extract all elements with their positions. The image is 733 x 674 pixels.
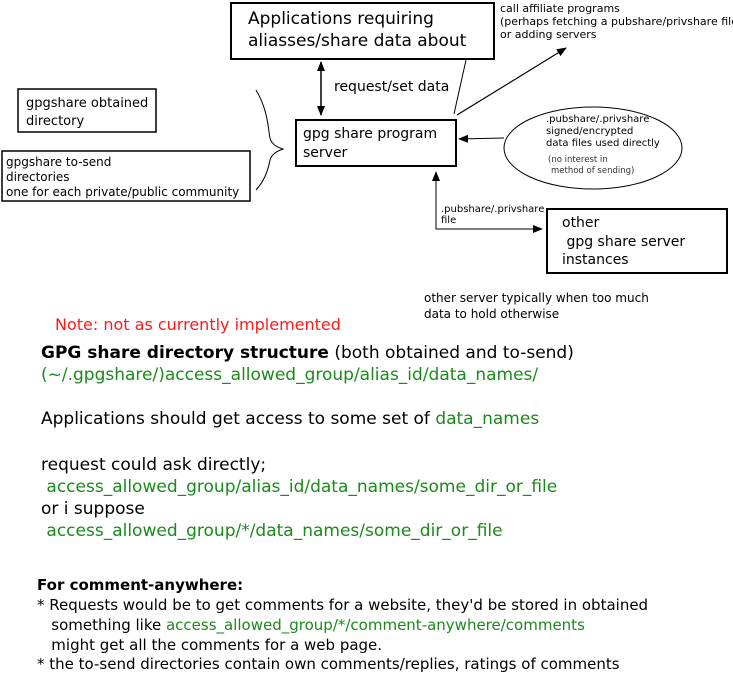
ellipse-subline1: (no interest in [548,155,608,165]
tosend-box-line2: directories [6,170,70,184]
ellipse-server-arrow [458,134,505,143]
applications-box-line1: Applications requiring [248,9,434,29]
ellipse-line3: data files used directly [546,138,660,149]
comment-line2-path: access_allowed_group/*/comment-anywhere/… [165,616,585,634]
suppose-text: or i suppose [41,499,145,519]
server-box-line1: gpg share program [303,126,437,142]
ellipse-subline2: method of sending) [551,166,634,176]
server-box-line2: server [303,145,348,161]
suppose-path: access_allowed_group/*/data_names/some_d… [41,521,503,541]
affiliate-arrow [456,47,567,116]
other-box-line1: other [562,215,600,231]
access-line: Applications should get access to some s… [41,409,539,429]
gpg-share-server-box [295,119,457,167]
apps-server-line [453,59,467,115]
other-box-line2: gpg share server [562,234,685,250]
comment-line2-pre: something like [37,616,166,634]
request-path: access_allowed_group/alias_id/data_names… [41,477,558,497]
other-note-line1: other server typically when too much [424,291,649,305]
affiliate-note-line3: or adding servers [500,28,597,41]
grouping-brace [255,89,285,191]
other-box-line3: instances [562,252,629,268]
ellipse-line1: .pubshare/.privshare [546,114,649,125]
structure-heading-rest: (both obtained and to-send) [328,343,574,363]
tosend-directories-box [1,150,251,202]
comment-line4: * the to-send directories contain own co… [37,655,620,673]
signed-files-ellipse [503,106,683,190]
other-note-line2: data to hold otherwise [424,307,559,321]
structure-heading: GPG share directory structure (both obta… [41,343,574,363]
comment-line1: * Requests would be to get comments for … [37,596,649,614]
request-text: request could ask directly; [41,455,267,475]
applications-box [230,2,495,60]
obtained-box-line1: gpgshare obtained [26,96,148,111]
file-label-line1: .pubshare/.privshare [441,204,544,215]
structure-heading-bold: GPG share directory structure [41,343,329,363]
other-server-instances-box [546,208,728,274]
obtained-directory-box [17,88,157,133]
applications-box-line2: aliasses/share data about [248,31,467,51]
tosend-box-line3: one for each private/public community [6,185,239,199]
access-text: Applications should get access to some s… [41,409,436,429]
comment-heading: For comment-anywhere: [37,576,244,594]
warning-note: Note: not as currently implemented [55,315,341,334]
access-data-names: data_names [435,409,540,429]
comment-line2: something like access_allowed_group/*/co… [37,616,585,634]
file-label-line2: file [441,215,456,226]
comment-line3: might get all the comments for a web pag… [37,636,383,654]
obtained-box-line2: directory [26,114,84,129]
affiliate-note-line1: call affiliate programs [500,2,620,15]
request-label: request/set data [334,79,449,95]
server-other-connector [432,171,543,233]
tosend-box-line1: gpgshare to-send [6,155,111,169]
affiliate-note-line2: (perhaps fetching a pubshare/privshare f… [500,15,733,28]
structure-path: (~/.gpgshare/)access_allowed_group/alias… [41,365,539,385]
ellipse-line2: signed/encrypted [546,126,633,137]
